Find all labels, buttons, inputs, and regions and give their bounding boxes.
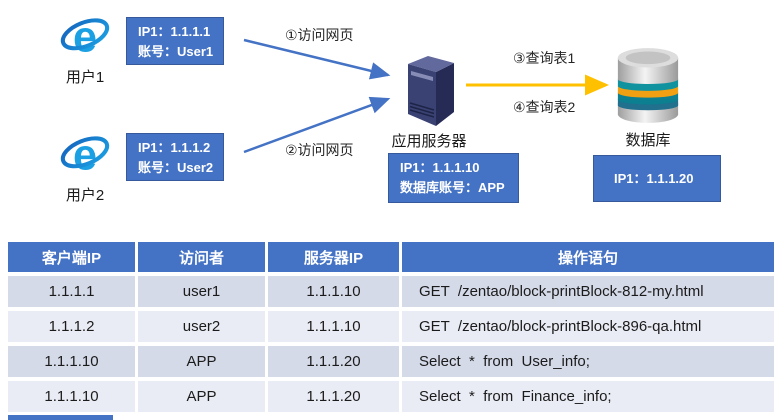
user1-ip: IP1：1.1.1.1	[138, 24, 211, 39]
cell-server-ip: 1.1.1.20	[268, 381, 402, 412]
arrow2-label: ②访问网页	[285, 142, 354, 158]
flow-arrows-layer	[243, 38, 609, 154]
ie-browser-icon: e	[60, 131, 110, 179]
user1-account: 账号：User1	[138, 44, 214, 59]
header-operation: 操作语句	[402, 242, 774, 272]
cell-server-ip: 1.1.1.20	[268, 346, 402, 377]
table-row: 1.1.1.1 user1 1.1.1.10 GET /zentao/block…	[8, 276, 774, 307]
cell-operation: Select * from Finance_info;	[402, 381, 774, 412]
cell-client-ip: 1.1.1.10	[8, 381, 138, 412]
ie-browser-icon: e	[60, 13, 110, 61]
user1-label: 用户1	[65, 69, 105, 86]
cell-operation: Select * from User_info;	[402, 346, 774, 377]
cell-visitor: user1	[138, 276, 268, 307]
server-info-box: IP1：1.1.1.10 数据库账号：APP	[388, 153, 519, 203]
table-row: 1.1.1.10 APP 1.1.1.20 Select * from Fina…	[8, 381, 774, 412]
cell-client-ip: 1.1.1.10	[8, 346, 138, 377]
database-ip: IP1：1.1.1.20	[614, 170, 694, 186]
header-visitor: 访问者	[138, 242, 268, 272]
user2-label: 用户2	[65, 187, 105, 204]
cell-client-ip: 1.1.1.2	[8, 311, 138, 342]
arrow-user1-to-server	[243, 38, 391, 80]
server-label: 应用服务器	[391, 133, 467, 150]
cell-server-ip: 1.1.1.10	[268, 311, 402, 342]
cell-operation: GET /zentao/block-printBlock-812-my.html	[402, 276, 774, 307]
table-header-row: 客户端IP 访问者 服务器IP 操作语句	[8, 242, 774, 272]
user2-ip: IP1：1.1.1.2	[138, 140, 211, 155]
database-label: 数据库	[625, 132, 671, 149]
user2-info-box: IP1：1.1.1.2 账号：User2	[126, 133, 224, 181]
user1-info-box: IP1：1.1.1.1 账号：User1	[126, 17, 224, 65]
query2-label: ④查询表2	[513, 99, 576, 115]
database-cylinder-icon	[617, 48, 679, 123]
cell-client-ip: 1.1.1.1	[8, 276, 138, 307]
arrow1-label: ①访问网页	[285, 27, 354, 43]
cell-visitor: user2	[138, 311, 268, 342]
database-info-box: IP1：1.1.1.20	[593, 155, 721, 202]
table-row: 1.1.1.10 APP 1.1.1.20 Select * from User…	[8, 346, 774, 377]
query1-label: ③查询表1	[513, 50, 576, 66]
header-server-ip: 服务器IP	[268, 242, 402, 272]
server-ip: IP1：1.1.1.10	[400, 160, 480, 175]
cell-operation: GET /zentao/block-printBlock-896-qa.html	[402, 311, 774, 342]
server-tower-icon	[408, 56, 454, 126]
arrow-user2-to-server	[243, 96, 391, 154]
cropped-table-fragment	[8, 415, 113, 420]
cell-visitor: APP	[138, 346, 268, 377]
server-db-account: 数据库账号：APP	[400, 180, 505, 195]
access-log-table: 客户端IP 访问者 服务器IP 操作语句 1.1.1.1 user1 1.1.1…	[8, 242, 774, 412]
user2-account: 账号：User2	[138, 160, 214, 175]
cell-visitor: APP	[138, 381, 268, 412]
cell-server-ip: 1.1.1.10	[268, 276, 402, 307]
table-row: 1.1.1.2 user2 1.1.1.10 GET /zentao/block…	[8, 311, 774, 342]
header-client-ip: 客户端IP	[8, 242, 138, 272]
